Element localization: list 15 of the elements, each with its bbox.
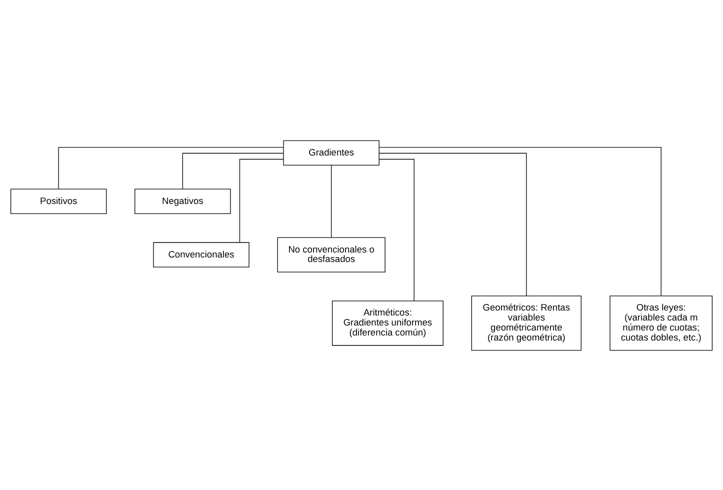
node-box: Gradientes (283, 140, 380, 166)
connector (378, 158, 414, 301)
node-box: Aritméticos: Gradientes uniformes (diferencia común) (332, 300, 444, 346)
node-box: Positivos (10, 188, 107, 214)
node-box: Negativos (134, 188, 231, 214)
node-box: Otras leyes: (variables cada m número de cuotas; cuotas dobles, etc.) (610, 295, 713, 350)
node-box: No convencionales o desfasados (277, 236, 386, 272)
connector (330, 164, 332, 238)
connector (378, 152, 527, 296)
node-box: Convencionales (153, 242, 250, 267)
connector (378, 146, 662, 296)
connector (239, 158, 284, 242)
connector (182, 152, 284, 189)
node-box: Geométricos: Rentas variables geométricamente (razón geométrica) (471, 295, 582, 350)
connector (58, 146, 284, 189)
